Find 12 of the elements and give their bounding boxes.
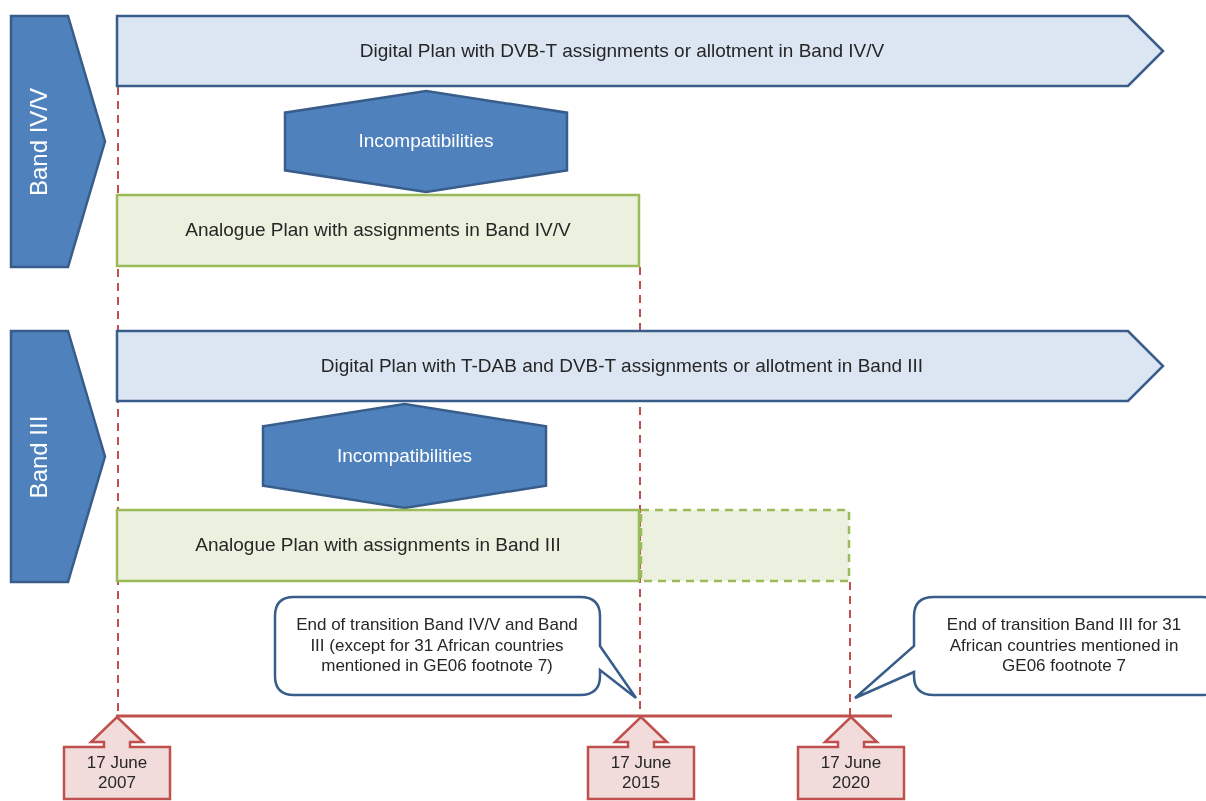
plan-bar: Analogue Plan with assignments in Band III (116, 509, 640, 582)
callout-bubble: End of transition Band IV/V and Band III (except for 31 African countries mentioned in GE06 footnote 7) (274, 596, 640, 700)
plan-bar: Analogue Plan with assignments in Band IV/V (116, 194, 640, 267)
callout-bubble: End of transition Band III for 31 African countries mentioned in GE06 footnote 7 (852, 596, 1206, 700)
incompatibility-hexagon: Incompatibilities (284, 90, 568, 193)
incompatibility-hexagon: Incompatibilities (262, 403, 547, 509)
band-chevron: Band IV/V (10, 15, 106, 268)
date-arrow: 17 June 2020 (797, 716, 905, 800)
date-arrow: 17 June 2015 (587, 716, 695, 800)
date-arrow: 17 June 2007 (63, 716, 171, 800)
band-chevron: Band III (10, 330, 106, 583)
extension-bar (640, 509, 850, 582)
